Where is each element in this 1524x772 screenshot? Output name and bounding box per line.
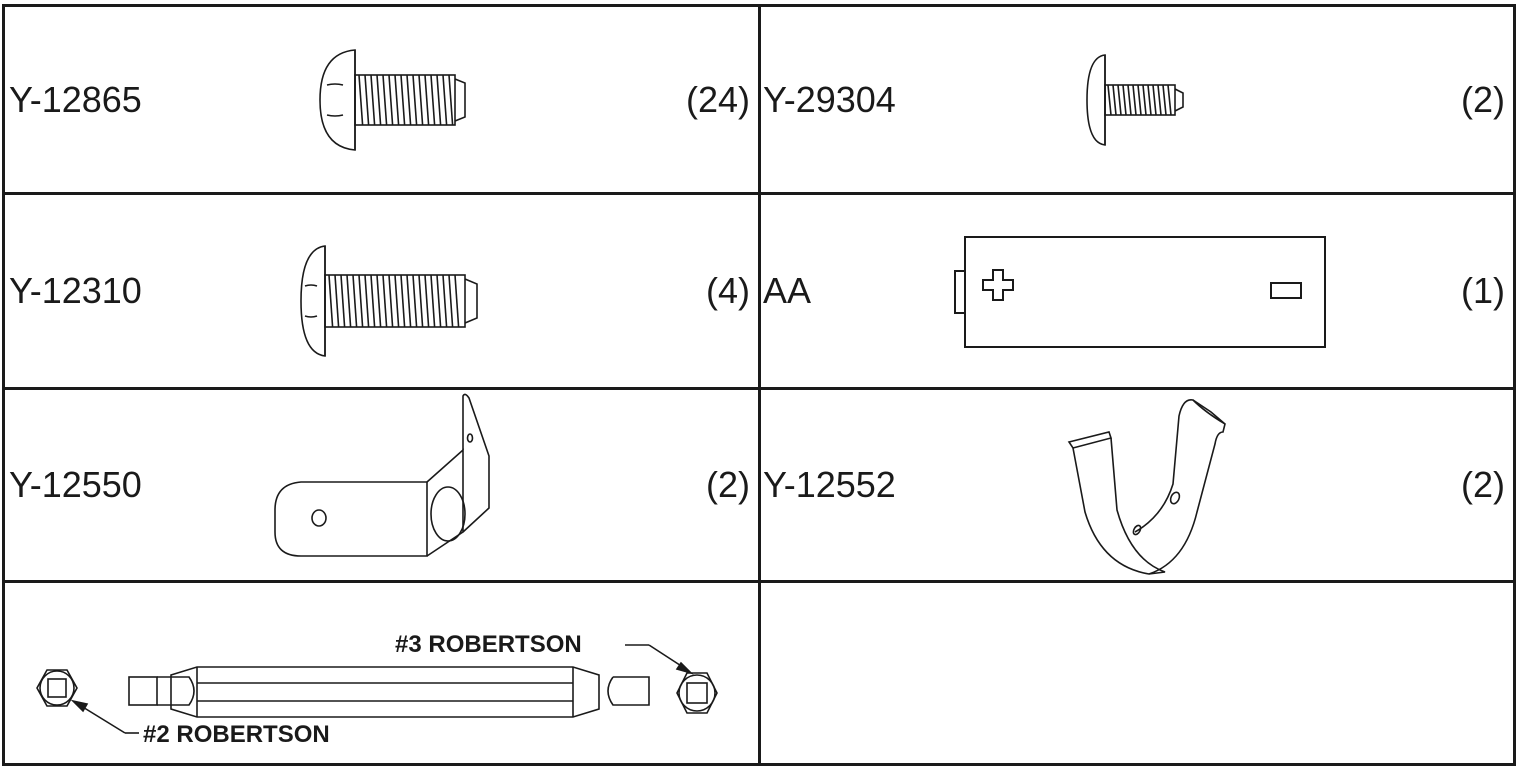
row-divider: [2, 580, 1516, 583]
empty-cell: [761, 583, 1513, 766]
part-quantity: (2): [706, 464, 750, 505]
column-divider: [758, 4, 761, 766]
u-clip-icon: [1065, 392, 1245, 577]
small-screw-icon: [1083, 45, 1193, 155]
row-divider: [2, 387, 1516, 390]
l-bracket-icon: [267, 392, 507, 572]
part-code: AA: [763, 270, 812, 311]
part-quantity: (24): [685, 78, 750, 120]
part-quantity: (4): [706, 270, 750, 311]
part-quantity: (2): [1461, 78, 1505, 120]
part-quantity: (2): [1461, 464, 1505, 505]
pan-head-screw-icon: [315, 45, 475, 155]
part-cell: AA (1): [761, 195, 1513, 387]
part-cell: Y-12552 (2): [761, 390, 1513, 580]
aa-battery-icon: [941, 233, 1331, 353]
part-cell: Y-12550 (2): [5, 390, 758, 580]
callout-number-3-robertson: #3 ROBERTSON: [395, 631, 582, 658]
part-code: Y-12310: [9, 270, 142, 311]
part-code: Y-12865: [9, 78, 142, 120]
long-screw-icon: [297, 241, 482, 361]
callout-number-2-robertson: #2 ROBERTSON: [143, 721, 330, 748]
part-code: Y-12550: [9, 464, 142, 505]
part-cell: Y-12310 (4): [5, 195, 758, 387]
part-quantity: (1): [1461, 270, 1505, 311]
double-ended-robertson-bit-icon: [29, 605, 739, 750]
driver-bit-cell: #3 ROBERTSON #2 ROBERTSON: [5, 583, 758, 766]
row-divider: [2, 192, 1516, 195]
part-code: Y-29304: [763, 78, 896, 120]
part-code: Y-12552: [763, 464, 896, 505]
part-cell: Y-29304 (2): [761, 7, 1513, 192]
part-cell: Y-12865 (24): [5, 7, 758, 192]
